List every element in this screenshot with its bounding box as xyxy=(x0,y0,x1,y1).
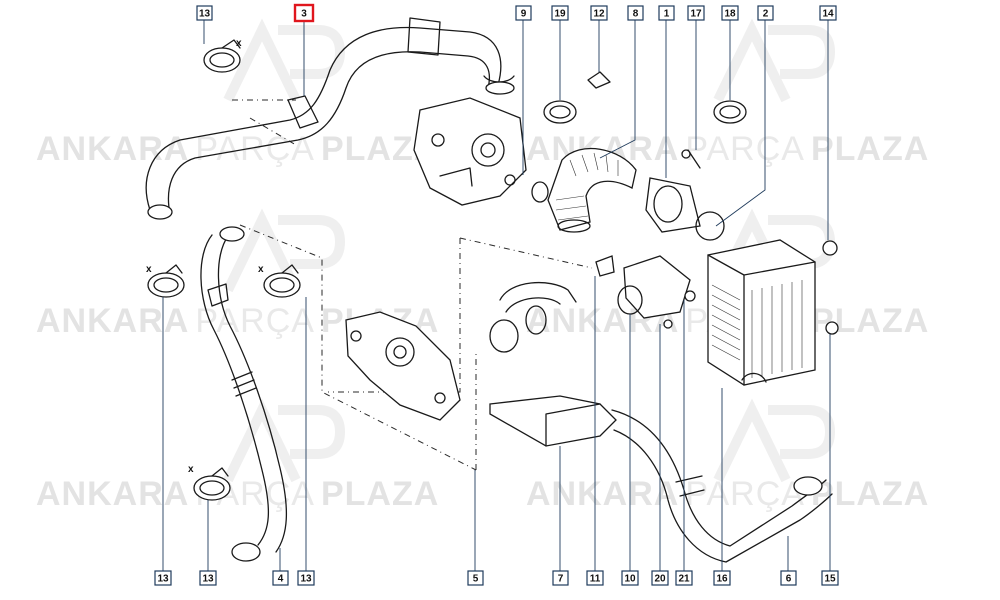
wm-plaza: PLAZA xyxy=(811,475,929,513)
svg-text:16: 16 xyxy=(716,574,728,585)
svg-text:20: 20 xyxy=(654,574,666,585)
svg-text:4: 4 xyxy=(278,574,284,585)
callout-9[interactable]: 9 xyxy=(515,5,532,21)
callout-13[interactable]: 13 xyxy=(297,570,315,586)
svg-text:13: 13 xyxy=(300,574,312,585)
clamp-lower-left: x xyxy=(188,464,231,501)
callout-13[interactable]: 13 xyxy=(199,570,217,586)
callout-4[interactable]: 4 xyxy=(272,570,289,586)
callout-5[interactable]: 5 xyxy=(467,570,484,586)
wm-ankara: ANKARA xyxy=(36,475,189,513)
air-duct-funnel xyxy=(489,395,617,447)
svg-text:6: 6 xyxy=(786,574,792,585)
clamp-mid-right: x xyxy=(258,264,301,298)
small-pipe xyxy=(587,71,611,89)
svg-text:8: 8 xyxy=(633,9,639,20)
clamp-top-left: x xyxy=(203,38,242,73)
clamp-19 xyxy=(543,100,577,124)
callouts-top: 13 3 9 19 12 8 1 17 18 2 14 xyxy=(196,3,837,23)
wm-parca: PARÇA xyxy=(685,130,805,168)
clamp-18 xyxy=(713,100,747,124)
svg-text:1: 1 xyxy=(664,9,670,20)
svg-text:17: 17 xyxy=(690,9,702,20)
callout-21[interactable]: 21 xyxy=(675,570,693,586)
egr-valve-assembly xyxy=(345,311,461,421)
svg-text:9: 9 xyxy=(521,9,527,20)
svg-text:13: 13 xyxy=(199,9,211,20)
logo-watermark xyxy=(223,18,836,483)
svg-text:13: 13 xyxy=(202,574,214,585)
callout-13[interactable]: 13 xyxy=(196,5,213,21)
wm-ankara: ANKARA xyxy=(36,302,189,340)
wm-plaza: PLAZA xyxy=(811,302,929,340)
assembly-lines xyxy=(232,99,593,471)
wm-plaza: PLAZA xyxy=(811,130,929,168)
svg-text:12: 12 xyxy=(593,9,605,20)
svg-text:7: 7 xyxy=(558,574,564,585)
leader-lines xyxy=(162,20,831,578)
intercooler xyxy=(707,239,839,386)
callout-10[interactable]: 10 xyxy=(621,570,639,586)
turbocharger-assembly xyxy=(413,97,549,206)
callout-16[interactable]: 16 xyxy=(713,570,731,586)
svg-text:11: 11 xyxy=(590,574,601,585)
hose-clamps: x x x x xyxy=(146,38,747,501)
callout-19[interactable]: 19 xyxy=(551,5,569,21)
lower-left-hose xyxy=(200,226,288,562)
svg-text:21: 21 xyxy=(678,574,690,585)
callout-13[interactable]: 13 xyxy=(154,570,172,586)
callout-1[interactable]: 1 xyxy=(658,5,675,21)
clamp-marker: x xyxy=(188,464,194,475)
lower-right-hose xyxy=(611,409,833,563)
svg-text:2: 2 xyxy=(763,9,769,20)
wm-ankara: ANKARA xyxy=(36,130,189,168)
wm-parca: PARÇA xyxy=(195,302,315,340)
air-intake-elbow xyxy=(547,147,637,233)
callout-12[interactable]: 12 xyxy=(590,5,608,21)
callouts-bottom: 13 13 4 13 5 7 11 10 20 21 16 6 15 xyxy=(154,570,839,586)
clamp-marker: x xyxy=(236,38,242,49)
callout-14[interactable]: 14 xyxy=(819,5,837,21)
wm-parca: PARÇA xyxy=(195,130,315,168)
callout-2[interactable]: 2 xyxy=(757,5,774,21)
svg-text:14: 14 xyxy=(822,9,834,20)
wm-parca: PARÇA xyxy=(685,475,805,513)
clamp-mid-left: x xyxy=(146,264,185,298)
callout-17[interactable]: 17 xyxy=(687,5,705,21)
upper-intake-hose xyxy=(145,17,515,220)
callout-3-highlighted[interactable]: 3 xyxy=(293,3,315,23)
wm-ankara: ANKARA xyxy=(526,475,679,513)
clamp-marker: x xyxy=(258,264,264,275)
svg-text:3: 3 xyxy=(301,9,307,20)
callout-7[interactable]: 7 xyxy=(552,570,569,586)
callout-15[interactable]: 15 xyxy=(821,570,839,586)
flange-parts xyxy=(595,255,696,329)
callout-11[interactable]: 11 xyxy=(586,570,604,586)
callout-20[interactable]: 20 xyxy=(651,570,669,586)
throttle-body xyxy=(645,149,725,241)
wm-plaza: PLAZA xyxy=(321,475,439,513)
clamp-marker: x xyxy=(146,264,152,275)
outlet-pipe xyxy=(489,281,577,353)
svg-text:15: 15 xyxy=(824,574,836,585)
callout-18[interactable]: 18 xyxy=(721,5,739,21)
callout-6[interactable]: 6 xyxy=(780,570,797,586)
svg-text:13: 13 xyxy=(157,574,169,585)
svg-text:10: 10 xyxy=(624,574,636,585)
svg-text:5: 5 xyxy=(473,574,479,585)
callout-8[interactable]: 8 xyxy=(627,5,644,21)
svg-text:19: 19 xyxy=(554,9,566,20)
svg-text:18: 18 xyxy=(724,9,736,20)
